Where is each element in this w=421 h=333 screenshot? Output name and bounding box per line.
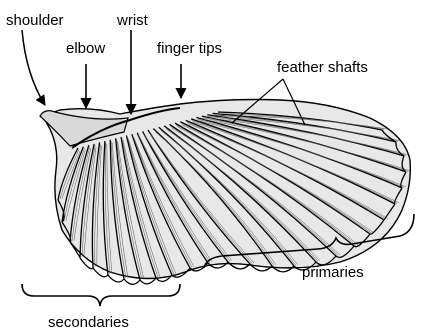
finger-tips-label: finger tips <box>157 40 222 57</box>
feather-shafts-label: feather shafts <box>277 59 368 76</box>
wrist-label: wrist <box>116 12 149 29</box>
primaries-label: primaries <box>302 264 364 281</box>
feather-tip <box>124 279 140 284</box>
shoulder-label: shoulder <box>6 12 64 29</box>
elbow-label: elbow <box>66 40 105 57</box>
secondaries-brace <box>22 284 180 306</box>
feather-tip <box>108 275 124 282</box>
shoulder-arrow <box>22 30 45 105</box>
secondaries-label: secondaries <box>48 314 129 331</box>
